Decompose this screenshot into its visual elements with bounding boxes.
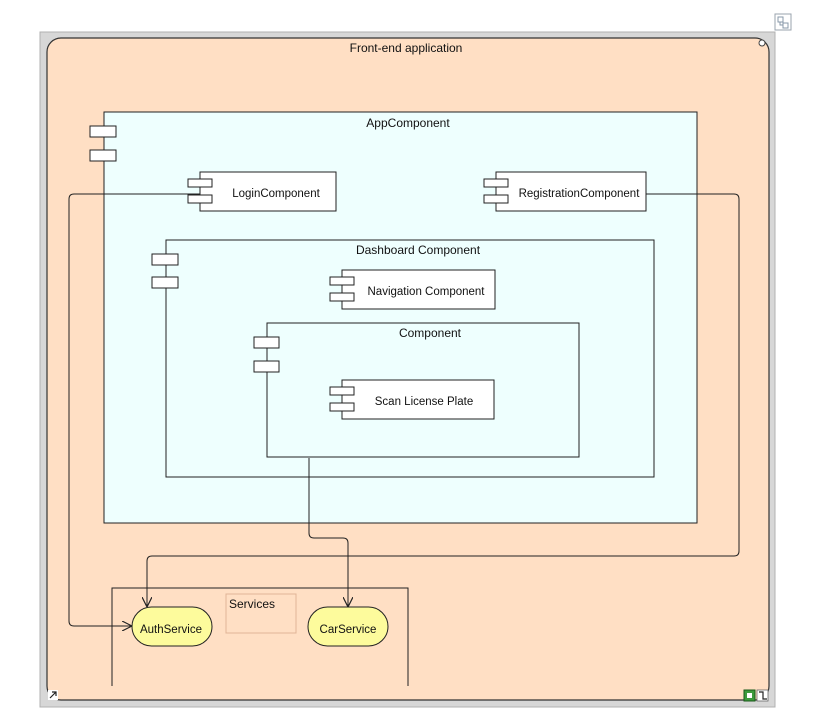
auth-service-label: AuthService: [140, 624, 202, 636]
registration-component-ports: [483, 178, 509, 204]
navigation-component-label: Navigation Component: [368, 286, 486, 298]
services-title-box: [225, 593, 297, 634]
component-ports: [253, 336, 280, 373]
dashboard-component-ports: [151, 253, 179, 289]
login-to-auth-connector[interactable]: [68, 193, 200, 626]
frontend-application-title: Front-end application: [350, 41, 463, 55]
car-service-node[interactable]: [307, 606, 389, 647]
scan-license-plate-label: Scan License Plate: [375, 396, 473, 408]
dashboard-component-title: Dashboard Component: [356, 243, 481, 257]
component-title: Component: [399, 326, 462, 340]
scan-license-plate-ports: [329, 386, 355, 412]
registration-component-label: RegistrationComponent: [519, 188, 641, 200]
registration-component-box[interactable]: [495, 171, 647, 212]
login-component-label: LoginComponent: [232, 188, 320, 200]
scan-license-plate-box[interactable]: [341, 379, 495, 420]
component-to-carservice-connector[interactable]: [308, 458, 348, 606]
auth-service-node[interactable]: [131, 606, 213, 647]
grid-toggle-icon[interactable]: [743, 689, 756, 702]
expand-arrow-icon[interactable]: [48, 690, 58, 700]
login-component-ports: [187, 178, 213, 204]
registration-to-auth-connector[interactable]: [147, 193, 740, 606]
login-component-box[interactable]: [199, 171, 337, 212]
navigation-component-ports: [329, 276, 355, 302]
corner-resize-icon[interactable]: [756, 689, 769, 702]
car-service-label: CarService: [320, 624, 377, 636]
navigation-component-box[interactable]: [341, 269, 496, 310]
resize-handle-icon[interactable]: [758, 39, 766, 47]
services-title: Services: [229, 597, 275, 611]
app-component-title: AppComponent: [366, 116, 450, 130]
component-link-icon[interactable]: [774, 13, 792, 31]
services-frame[interactable]: [111, 587, 409, 686]
app-component-ports: [89, 125, 117, 162]
